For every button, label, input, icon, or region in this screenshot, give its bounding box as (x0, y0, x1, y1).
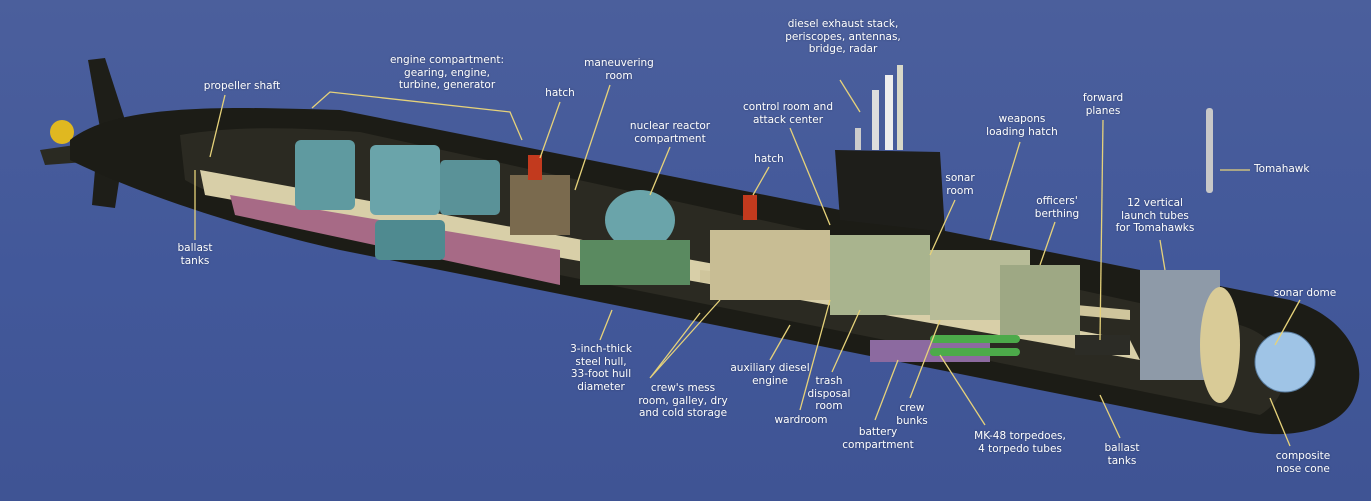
upper-rudder (88, 58, 125, 128)
label-wardroom: wardroom (774, 414, 828, 426)
label-propeller-shaft: propeller shaft (203, 80, 281, 92)
mast-1 (872, 90, 879, 150)
label-trash-disposal: trash disposal room (807, 375, 851, 412)
lower-rudder (92, 170, 120, 208)
forward-bulkhead (1200, 287, 1240, 403)
generator-lower (375, 220, 445, 260)
label-sonar-dome: sonar dome (1273, 287, 1337, 299)
torpedo-2 (930, 348, 1020, 356)
label-tomahawk: Tomahawk (1254, 163, 1310, 175)
label-nuclear-reactor: nuclear reactor compartment (629, 120, 711, 145)
label-launch-tubes: 12 vertical launch tubes for Tomahawks (1115, 197, 1195, 234)
label-crew-bunks: crew bunks (896, 402, 928, 427)
hatch-aft (528, 155, 542, 180)
hatch-fwd (743, 195, 757, 220)
label-forward-planes: forward planes (1082, 92, 1124, 117)
label-weapons-hatch: weapons loading hatch (986, 113, 1058, 138)
label-crews-mess: crew's mess room, galley, dry and cold s… (638, 382, 728, 419)
crew-quarters (710, 230, 830, 300)
turbine (370, 145, 440, 215)
label-engine-compartment: engine compartment: gearing, engine, tur… (389, 54, 505, 91)
label-hatch-fwd: hatch (754, 153, 784, 165)
engine-block (295, 140, 355, 210)
label-officers-berthing: officers' berthing (1034, 195, 1080, 220)
reactor (605, 190, 675, 250)
forward-plane (1075, 335, 1130, 355)
control-room (830, 235, 930, 315)
reactor-base (580, 240, 690, 285)
label-maneuvering-room: maneuvering room (584, 57, 654, 82)
sonar-dome-icon (1254, 331, 1316, 393)
label-torpedoes: MK-48 torpedoes, 4 torpedo tubes (974, 430, 1066, 455)
maneuvering-room (510, 175, 570, 235)
label-ballast-tanks-aft: ballast tanks (177, 242, 213, 267)
label-sonar-room: sonar room (945, 172, 975, 197)
officers-berthing-block (1000, 265, 1080, 335)
torpedo-1 (930, 335, 1020, 343)
label-hatch-aft: hatch (545, 87, 575, 99)
battery (870, 340, 990, 362)
label-nose-cone: composite nose cone (1275, 450, 1331, 475)
tomahawk-missile (1206, 108, 1213, 193)
generator (440, 160, 500, 215)
label-aux-diesel: auxiliary diesel engine (730, 362, 810, 387)
sail (835, 150, 945, 232)
label-control-room: control room and attack center (743, 101, 833, 126)
propeller-icon (50, 120, 74, 144)
label-steel-hull: 3-inch-thick steel hull, 33-foot hull di… (570, 343, 632, 393)
label-battery: battery compartment (842, 426, 914, 451)
mast-3 (897, 65, 903, 150)
label-ballast-tanks-fwd: ballast tanks (1104, 442, 1140, 467)
label-diesel-exhaust: diesel exhaust stack, periscopes, antenn… (785, 18, 901, 55)
leader-lines (194, 79, 1301, 447)
mast-4 (855, 128, 861, 150)
mast-2 (885, 75, 893, 150)
